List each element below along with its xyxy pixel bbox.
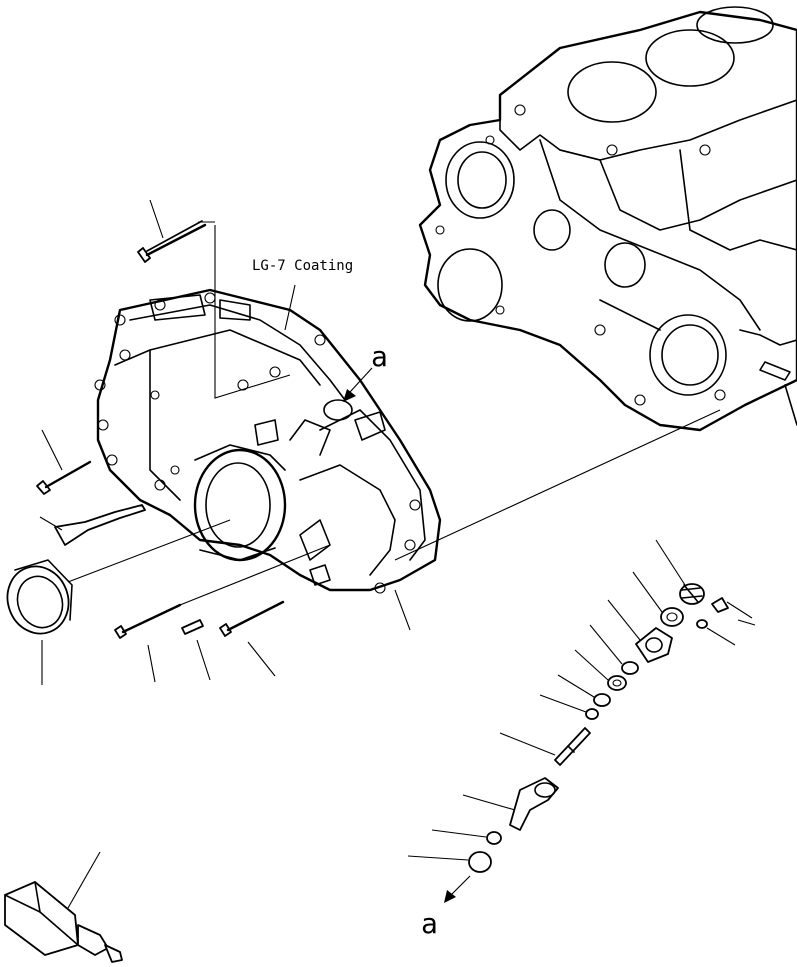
lower-bolt-short (219, 600, 285, 677)
ref-arrow-top (343, 389, 356, 402)
sensor-drive-assembly (407, 539, 756, 903)
bolt-alignment-line (179, 544, 331, 606)
cover-leader (394, 589, 411, 631)
cover-bolt-top (137, 199, 207, 263)
installation-tool (4, 851, 123, 963)
engine-block (418, 6, 797, 432)
lower-bolt-long (114, 603, 182, 683)
front-gear-cover (94, 288, 442, 594)
front-oil-seal (6, 519, 231, 685)
bracket-plate (39, 504, 146, 546)
dowel-pin (181, 619, 211, 681)
alignment-line (394, 409, 721, 561)
ref-leader-top (349, 367, 373, 393)
coating-note: LG-7 Coating (252, 258, 353, 274)
reference-mark-a-top: a (371, 340, 388, 373)
cover-bolt-left (36, 429, 92, 495)
reference-mark-a-bottom: a (421, 907, 438, 940)
